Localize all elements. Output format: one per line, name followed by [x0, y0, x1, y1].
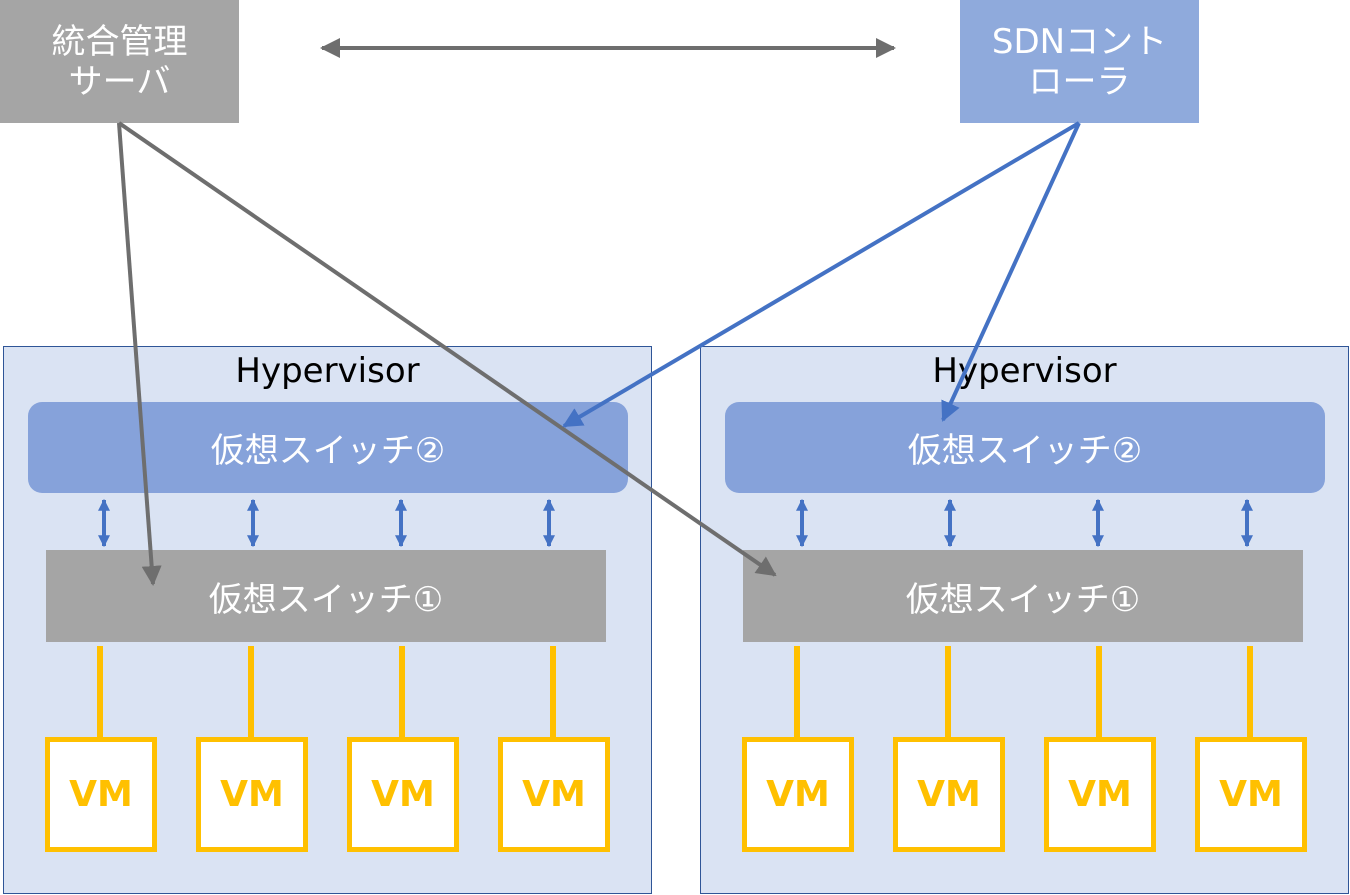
virtual-switch-1: 仮想スイッチ① [743, 550, 1303, 642]
vm-box: VM [742, 737, 854, 852]
management-server-node: 統合管理 サーバ [0, 0, 239, 123]
sdn-to-switch2-right-arrow [941, 122, 1081, 422]
hypervisor-left: Hypervisor 仮想スイッチ② 仮想スイッチ① VM VM VM VM [3, 346, 652, 894]
hypervisor-right: Hypervisor 仮想スイッチ② 仮想スイッチ① VM VM VM VM [700, 346, 1349, 894]
vm-box: VM [498, 737, 610, 852]
virtual-switch-2: 仮想スイッチ② [28, 402, 628, 493]
virtual-switch-2: 仮想スイッチ② [725, 402, 1325, 493]
vm-box: VM [347, 737, 459, 852]
vm-box: VM [893, 737, 1005, 852]
mgmt-to-switch1-left-arrow [117, 122, 162, 586]
mgmt-to-switch1-right-arrow [117, 121, 777, 577]
vm-box: VM [196, 737, 308, 852]
vm-box: VM [1044, 737, 1156, 852]
hypervisor-label: Hypervisor [235, 351, 420, 391]
virtual-switch-1: 仮想スイッチ① [46, 550, 606, 642]
vm-links [97, 646, 1253, 740]
sdn-controller-node: SDNコント ローラ [960, 0, 1199, 123]
sdn-to-switch2-left-arrow [562, 121, 1081, 428]
switch-link-arrows [98, 498, 1253, 548]
vm-box: VM [1195, 737, 1307, 852]
hypervisor-label: Hypervisor [932, 351, 1117, 391]
vm-box: VM [45, 737, 157, 852]
